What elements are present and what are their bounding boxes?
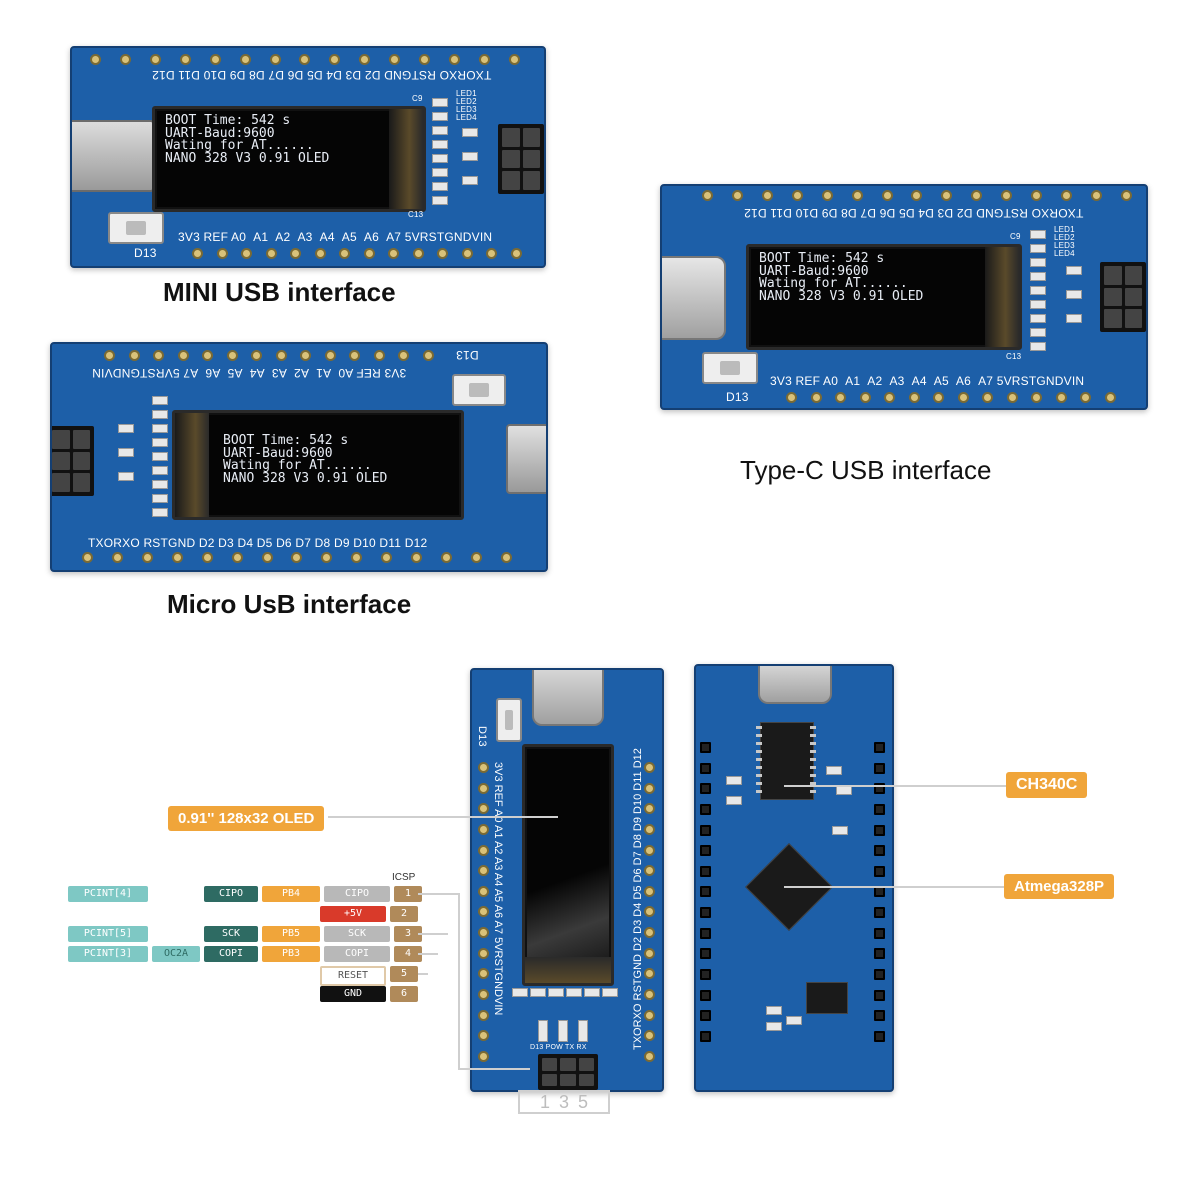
- vertical-front-board: D13 3V3 REF A0 A1 A2 A3 A4 A5 A6 A7 5VRS…: [470, 668, 664, 1092]
- top-pin-header: [90, 54, 520, 65]
- bottom-pin-header: [786, 392, 1116, 403]
- reset-button: [108, 212, 164, 244]
- function-tag: COPI: [324, 946, 390, 962]
- uart-header: [52, 426, 94, 496]
- uart-header: [498, 124, 544, 194]
- gnd-tag: GND: [320, 986, 386, 1002]
- c9-label: C9: [1010, 232, 1021, 241]
- d13-label: D13: [476, 726, 488, 747]
- left-pin-labels: 3V3 REF A0 A1 A2 A3 A4 A5 A6 A7 5VRSTGND…: [492, 762, 504, 1016]
- reset-button: [702, 352, 758, 384]
- reset-button: [496, 698, 522, 742]
- bottom-pin-labels: 3V3 REF A0 A1 A2 A3 A4 A5 A6 A7 5VRSTGND…: [770, 374, 1085, 388]
- pin-number: 4: [394, 946, 422, 962]
- typec-usb-connector-back: [758, 666, 832, 704]
- uart-header: [538, 1054, 598, 1090]
- c9-label: C9: [412, 94, 423, 103]
- c13-label: C13: [408, 210, 424, 219]
- function-tag: SCK: [324, 926, 390, 942]
- callout-ch340c: CH340C: [1006, 772, 1088, 798]
- icsp-header-numbers: 1 3 5: [540, 1092, 591, 1112]
- typec-usb-connector: [532, 670, 604, 726]
- uart-labels: D13 POW TX RX: [530, 1044, 587, 1051]
- oled-display: BOOT Time: 542 s UART-Baud:9600 Wating f…: [746, 244, 1022, 350]
- callout-oled: 0.91'' 128x32 OLED: [168, 806, 325, 831]
- mini-usb-connector: [72, 120, 154, 192]
- right-pin-header: [874, 742, 888, 1042]
- pin-number: 2: [390, 906, 418, 922]
- oled-display: BOOT Time: 542 s UART-Baud:9600 Wating f…: [152, 106, 426, 212]
- oled-text: BOOT Time: 542 s UART-Baud:9600 Wating f…: [223, 433, 388, 486]
- micro-usb-board: D13 3V3 REF A0 A1 A2 A3 A4 A5 A6 A7 5VRS…: [50, 342, 548, 572]
- icsp-title: ICSP: [392, 872, 416, 883]
- alt-tag: SCK: [204, 926, 258, 942]
- icsp-row-4: PCINT[3] OC2A COPI PB3 COPI 4: [68, 946, 422, 962]
- function-tag: CIPO: [324, 886, 390, 902]
- caption-typec-usb: Type-C USB interface: [740, 455, 992, 485]
- bottom-pin-header: [82, 552, 512, 563]
- icsp-row-2: +5V 2: [320, 906, 418, 922]
- top-pin-header: [104, 350, 434, 361]
- pin-number: 1: [394, 886, 422, 902]
- right-pin-header: [644, 762, 655, 1062]
- oled-display: BOOT Time: 542 s UART-Baud:9600 Wating f…: [172, 410, 464, 520]
- icsp-row-1: PCINT[4] CIPO PB4 CIPO 1: [68, 886, 422, 902]
- pcint-tag: PCINT[4]: [68, 886, 148, 902]
- pin-number: 6: [390, 986, 418, 1002]
- right-pin-labels: TXORXO RSTGND D2 D3 D4 D5 D6 D7 D8 D9 D1…: [632, 748, 644, 1050]
- pin-number: 5: [390, 966, 418, 982]
- voltage-regulator: [806, 982, 848, 1014]
- icsp-row-5: RESET 5: [320, 966, 418, 986]
- pcint-tag: PCINT[5]: [68, 926, 148, 942]
- icsp-header-outline: [518, 1090, 610, 1114]
- pin-number: 3: [394, 926, 422, 942]
- oled-display-vertical: [522, 744, 614, 986]
- icsp-row-6: GND 6: [320, 986, 418, 1002]
- left-pin-header: [700, 742, 714, 1042]
- oc2a-tag: OC2A: [152, 946, 200, 962]
- bottom-pin-header: [192, 248, 522, 259]
- pcint-tag: PCINT[3]: [68, 946, 148, 962]
- mini-usb-board: TXORXO RSTGND D2 D3 D4 D5 D6 D7 D8 D9 D1…: [70, 46, 546, 268]
- typec-usb-board: TXORXO RSTGND D2 D3 D4 D5 D6 D7 D8 D9 D1…: [660, 184, 1148, 410]
- port-tag: PB5: [262, 926, 320, 942]
- bottom-row-labels: TXORXO RSTGND D2 D3 D4 D5 D6 D7 D8 D9 D1…: [88, 536, 428, 550]
- d13-label: D13: [134, 246, 157, 260]
- top-pin-header: [702, 190, 1132, 201]
- reset-button: [452, 374, 506, 406]
- d13-label: D13: [456, 348, 479, 362]
- alt-tag: CIPO: [204, 886, 258, 902]
- port-tag: PB3: [262, 946, 320, 962]
- alt-tag: COPI: [204, 946, 258, 962]
- typec-usb-connector: [662, 256, 726, 340]
- bottom-pin-labels: 3V3 REF A0 A1 A2 A3 A4 A5 A6 A7 5VRSTGND…: [178, 230, 493, 244]
- micro-usb-connector: [506, 424, 546, 494]
- callout-atmega328p: Atmega328P: [1004, 874, 1115, 899]
- top-pin-labels: TXORXO RSTGND D2 D3 D4 D5 D6 D7 D8 D9 D1…: [744, 206, 1084, 220]
- caption-micro-usb: Micro UsB interface: [167, 589, 412, 619]
- caption-mini-usb: MINI USB interface: [163, 277, 396, 307]
- left-pin-header: [478, 762, 489, 1062]
- oled-text: BOOT Time: 542 s UART-Baud:9600 Wating f…: [165, 113, 330, 166]
- port-tag: PB4: [262, 886, 320, 902]
- oled-text: BOOT Time: 542 s UART-Baud:9600 Wating f…: [759, 251, 924, 304]
- d13-label: D13: [726, 390, 749, 404]
- bottom-pin-labels: 3V3 REF A0 A1 A2 A3 A4 A5 A6 A7 5VRSTGND…: [92, 366, 407, 380]
- power-tag: +5V: [320, 906, 386, 922]
- ch340c-chip: [760, 722, 814, 800]
- vertical-back-board: [694, 664, 894, 1092]
- icsp-row-3: PCINT[5] SCK PB5 SCK 3: [68, 926, 422, 942]
- uart-header: [1100, 262, 1146, 332]
- reset-tag: RESET: [320, 966, 386, 986]
- top-pin-labels: TXORXO RSTGND D2 D3 D4 D5 D6 D7 D8 D9 D1…: [152, 68, 492, 82]
- c13-label: C13: [1006, 352, 1022, 361]
